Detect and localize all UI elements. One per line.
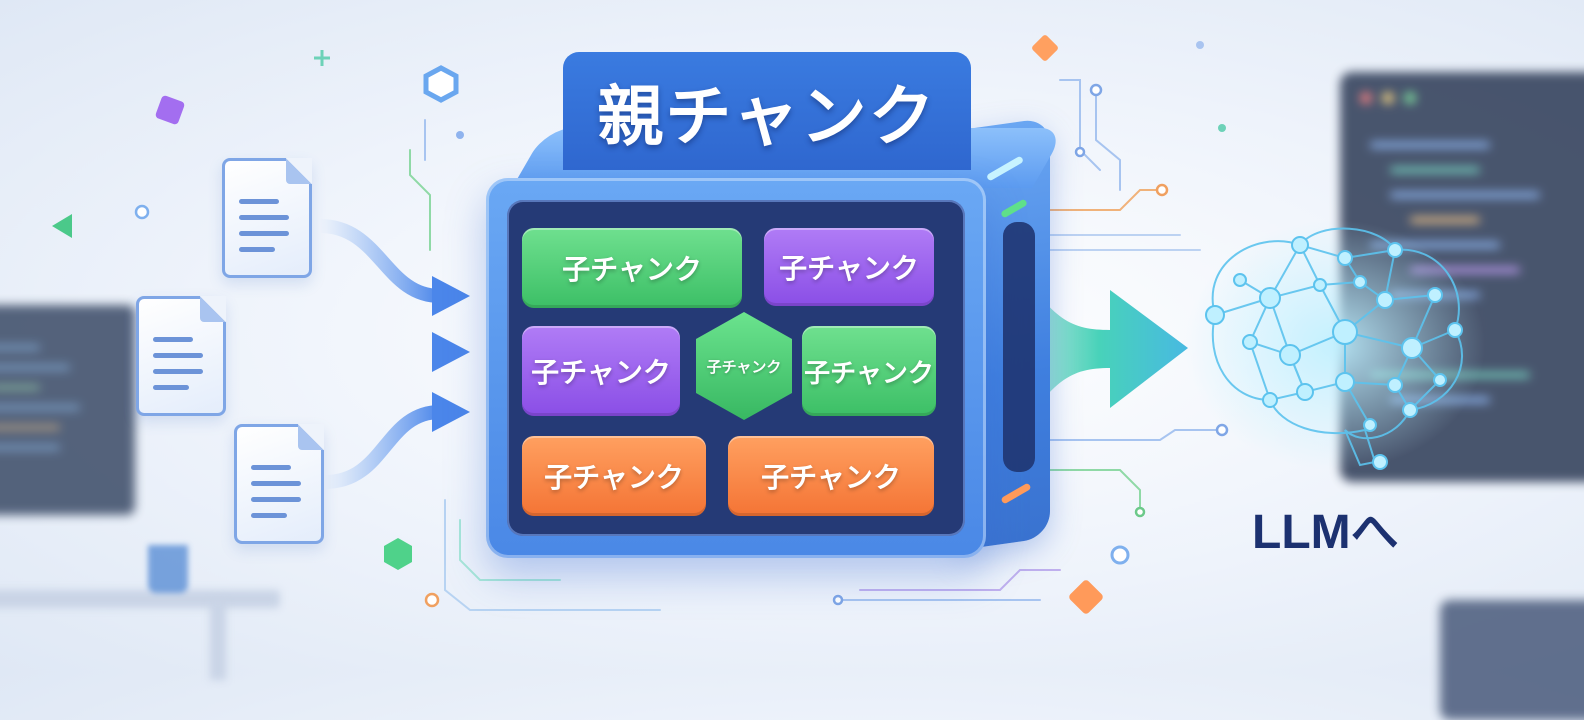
llm-destination-label: LLMへ xyxy=(1252,506,1399,559)
child-chunk-top-right: 子チャンク xyxy=(764,220,942,306)
child-chunk-label: 子チャンク xyxy=(531,356,671,389)
background-monitor-left xyxy=(0,305,135,515)
sparkles xyxy=(52,35,1226,614)
input-arrow-icon-bottom xyxy=(318,405,447,489)
child-chunk-label: 子チャンク xyxy=(779,252,919,285)
input-arrow-icon-top xyxy=(313,219,447,303)
output-arrow-icon xyxy=(1010,250,1188,450)
child-chunk-middle-right: 子チャンク xyxy=(802,318,944,416)
background-desk-leg xyxy=(210,600,226,680)
brain-network-icon xyxy=(1185,220,1485,470)
child-chunk-label: 子チャンク xyxy=(562,253,702,286)
child-chunk-center: 子チャンク xyxy=(696,312,792,420)
child-chunk-label: 子チャンク xyxy=(761,461,901,494)
child-chunk-bottom-left: 子チャンク xyxy=(522,428,714,516)
child-chunk-label: 子チャンク xyxy=(804,358,934,389)
parent-chunk-title: 親チャンク xyxy=(563,52,971,170)
child-chunk-label: 子チャンク xyxy=(544,461,684,494)
background-mug-icon xyxy=(148,545,188,593)
child-chunk-bottom-right: 子チャンク xyxy=(728,428,942,516)
child-chunk-top-left: 子チャンク xyxy=(522,220,750,308)
document-icon-middle xyxy=(136,296,226,416)
document-icon-top xyxy=(222,158,312,278)
document-icon-bottom xyxy=(234,424,324,544)
diagram-graphics xyxy=(52,35,1485,614)
circuit-nodes xyxy=(134,83,1229,608)
child-chunk-middle-left: 子チャンク xyxy=(522,318,688,416)
input-arrows xyxy=(233,219,470,489)
parent-chunk-box-opening xyxy=(1003,222,1035,472)
circuit-lines xyxy=(409,79,1221,611)
child-chunk-label: 子チャンク xyxy=(706,357,782,376)
